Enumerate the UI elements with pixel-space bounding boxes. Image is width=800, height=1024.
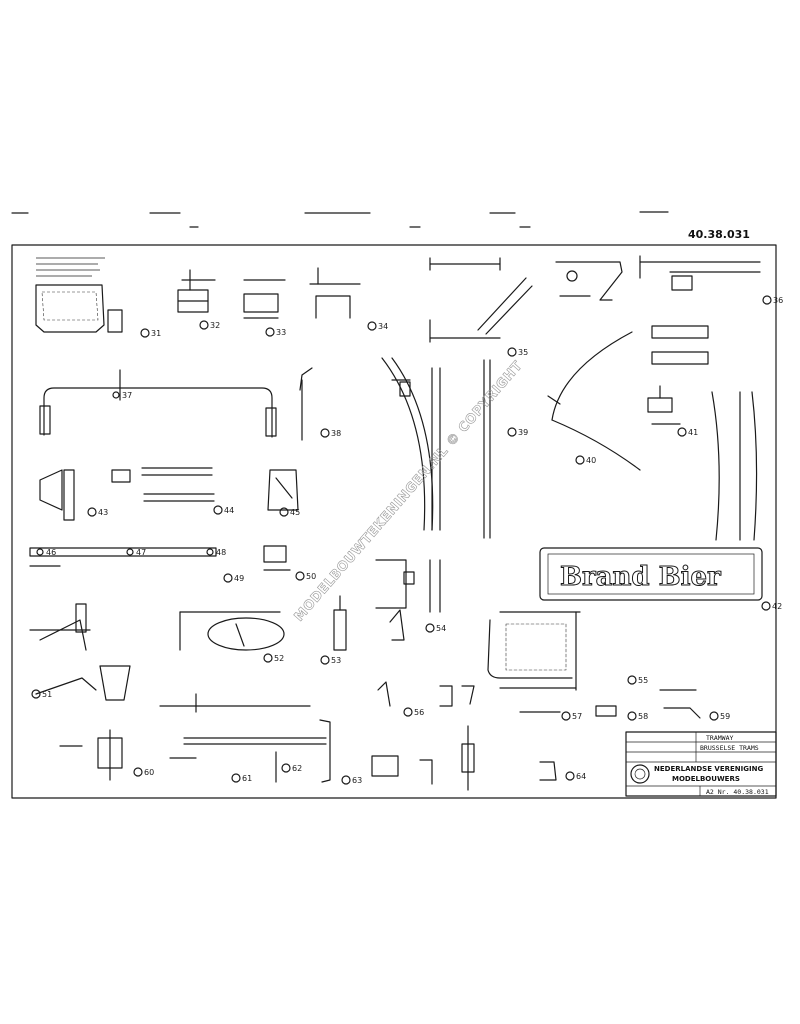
part-small-step bbox=[263, 545, 305, 581]
title-block-subject: TRAMWAY bbox=[706, 734, 733, 742]
part-number-callout: 37 bbox=[122, 391, 132, 400]
part-number-callout: 43 bbox=[98, 508, 108, 517]
part-number-callout: 35 bbox=[518, 348, 528, 357]
part-number-callout: 61 bbox=[242, 774, 252, 783]
part-hook bbox=[299, 367, 330, 441]
part-window-frame bbox=[35, 257, 150, 338]
part-number-callout: 36 bbox=[773, 296, 783, 305]
part-hanger bbox=[389, 609, 435, 641]
title-block-org-line2: MODELBOUWERS bbox=[672, 775, 740, 783]
part-long-plate bbox=[29, 547, 233, 583]
part-angle-bracket bbox=[39, 469, 97, 521]
handwritten-reference: 40.38.031 bbox=[688, 228, 750, 241]
part-number-callout: 53 bbox=[331, 656, 341, 665]
part-bracket-small bbox=[177, 269, 216, 330]
part-number-callout: 62 bbox=[292, 764, 302, 773]
part-number-callout: 45 bbox=[290, 508, 300, 517]
part-z-bracket bbox=[375, 559, 441, 613]
part-channel bbox=[309, 267, 377, 331]
part-number-callout: 47 bbox=[136, 548, 146, 557]
title-block: TRAMWAY BRUSSELSE TRAMS NEDERLANDSE VERE… bbox=[625, 731, 777, 797]
part-small-clips bbox=[519, 689, 719, 721]
part-number-callout: 52 bbox=[274, 654, 284, 663]
part-vertical-bar-pair bbox=[431, 359, 517, 539]
part-number-callout: 39 bbox=[518, 428, 528, 437]
part-diagonal-strut bbox=[477, 277, 533, 357]
part-number-callout: 49 bbox=[234, 574, 244, 583]
part-number-callout: 41 bbox=[688, 428, 698, 437]
part-long-handrail bbox=[39, 369, 277, 438]
part-number-callout: 33 bbox=[276, 328, 286, 337]
sheet-border bbox=[11, 244, 777, 799]
part-frame-bracket bbox=[487, 611, 637, 691]
part-curved-bar-left bbox=[381, 357, 434, 531]
part-number-callout: 34 bbox=[378, 322, 388, 331]
part-latch bbox=[267, 469, 299, 517]
part-vertical-tube bbox=[320, 595, 347, 665]
part-number-callout: 31 bbox=[151, 329, 161, 338]
part-long-rail-top-right bbox=[639, 255, 772, 305]
part-number-callout: 59 bbox=[720, 712, 730, 721]
part-number-callout: 50 bbox=[306, 572, 316, 581]
part-number-callout: 57 bbox=[572, 712, 582, 721]
sign-text: Brand Bier bbox=[560, 562, 721, 592]
part-number-callout: 64 bbox=[576, 772, 586, 781]
top-crop-marks bbox=[11, 211, 669, 228]
part-number-callout: 56 bbox=[414, 708, 424, 717]
title-block-org-line1: NEDERLANDSE VERENIGING bbox=[654, 765, 763, 773]
part-bar-group-right bbox=[651, 325, 771, 611]
part-number-callout: 42 bbox=[772, 602, 782, 611]
part-number-callout: 60 bbox=[144, 768, 154, 777]
part-number-callout: 48 bbox=[216, 548, 226, 557]
part-small-bracket-mid bbox=[647, 385, 681, 425]
part-number-callout: 32 bbox=[210, 321, 220, 330]
part-number-callout: 58 bbox=[638, 712, 648, 721]
part-rail-horizontal bbox=[429, 257, 501, 343]
part-curved-fork bbox=[547, 331, 641, 471]
part-number-callout: 46 bbox=[46, 548, 56, 557]
title-block-drawing-code: BRUSSELSE TRAMS bbox=[700, 744, 759, 752]
part-number-callout: 40 bbox=[586, 456, 596, 465]
part-advertising-sign: Brand Bier bbox=[539, 547, 763, 601]
part-long-rod bbox=[159, 693, 327, 745]
part-pin-group bbox=[377, 681, 475, 717]
part-top-bracket-right bbox=[555, 261, 623, 301]
part-number-callout: 55 bbox=[638, 676, 648, 685]
part-number-callout: 44 bbox=[224, 506, 234, 515]
part-number-callout: 54 bbox=[436, 624, 446, 633]
title-block-sheet-number: A2 Nr. 40.38.031 bbox=[706, 788, 769, 796]
part-number-callout: 38 bbox=[331, 429, 341, 438]
part-number-callout: 51 bbox=[42, 690, 52, 699]
part-oval-plate bbox=[179, 611, 285, 663]
copyright-watermark: MODELBOUWTEKENINGEN.NL © COPYRIGHT bbox=[292, 359, 526, 625]
part-plate-rect bbox=[243, 279, 286, 337]
part-lever-assembly bbox=[29, 603, 131, 701]
part-flat-bars bbox=[111, 467, 223, 515]
part-number-callout: 63 bbox=[352, 776, 362, 785]
part-bottom-fittings bbox=[59, 719, 575, 791]
